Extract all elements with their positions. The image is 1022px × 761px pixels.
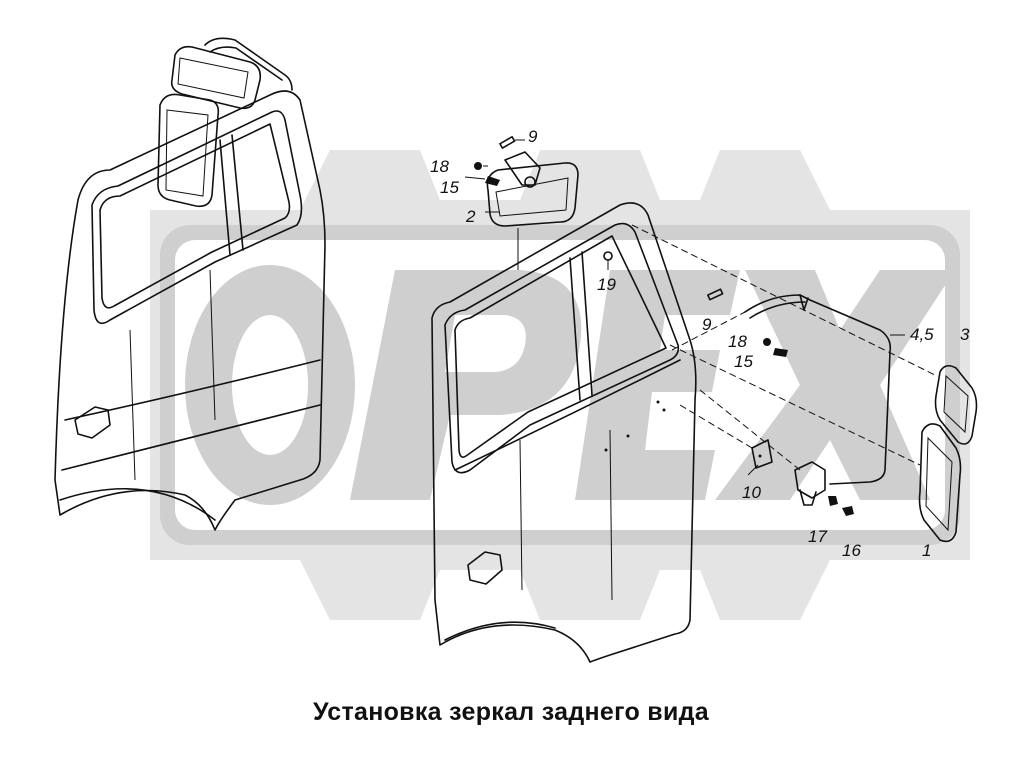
callout-10: 10	[742, 483, 761, 502]
center-door-outline	[431, 202, 697, 663]
left-mirror-bracket	[204, 37, 293, 91]
mirror-3-outline	[934, 364, 978, 445]
center-door-window	[444, 222, 680, 474]
top-mirror-part-2	[464, 135, 579, 270]
callout-16: 16	[842, 541, 861, 560]
callout-15-top: 15	[440, 178, 459, 197]
callout-17: 17	[808, 527, 827, 546]
mirror-2-outline	[486, 162, 579, 227]
callout-4-5: 4,5	[910, 325, 934, 344]
right-mirrors	[918, 364, 978, 543]
part-10-plate	[751, 439, 773, 469]
diagram-caption: Установка зеркал заднего вида	[312, 698, 710, 726]
center-door-handle	[467, 551, 503, 585]
callout-18-right: 18	[728, 332, 747, 351]
callout-3: 3	[960, 325, 970, 344]
callout-2: 2	[465, 207, 476, 226]
callout-19: 19	[597, 275, 616, 294]
part-17-fastener	[828, 496, 838, 506]
callout-9-right: 9	[702, 315, 712, 334]
watermark-logo	[150, 150, 970, 620]
part-9-right	[707, 288, 724, 301]
left-upper-mirror	[170, 45, 262, 110]
watermark-letters	[185, 265, 955, 505]
callout-18-top: 18	[430, 157, 449, 176]
mirror-2-bracket	[504, 151, 541, 186]
part-18-right	[763, 338, 771, 346]
part-16-fastener	[842, 506, 854, 516]
left-door-outline	[54, 90, 326, 531]
part-15-right	[773, 348, 788, 357]
left-door-handle	[74, 406, 111, 439]
side-mirror-frame-part-4-5	[603, 224, 936, 516]
left-lower-mirror	[157, 93, 220, 208]
center-door-assembly	[431, 202, 697, 663]
callout-labels: 9 18 15 2 19 9 18 15 4,5 3 10 17 16 1	[430, 127, 970, 560]
left-door-window	[91, 110, 303, 325]
part-9-top	[499, 135, 516, 149]
callout-15-right: 15	[734, 352, 753, 371]
mirror-1-outline	[918, 423, 962, 543]
part-15-top	[485, 176, 500, 186]
callout-9-top: 9	[528, 127, 538, 146]
part-18-top	[474, 162, 482, 170]
mirror-arm	[744, 294, 892, 485]
left-door-assembly	[54, 37, 326, 531]
mirror-lower-bracket	[794, 461, 826, 499]
callout-1: 1	[922, 541, 931, 560]
